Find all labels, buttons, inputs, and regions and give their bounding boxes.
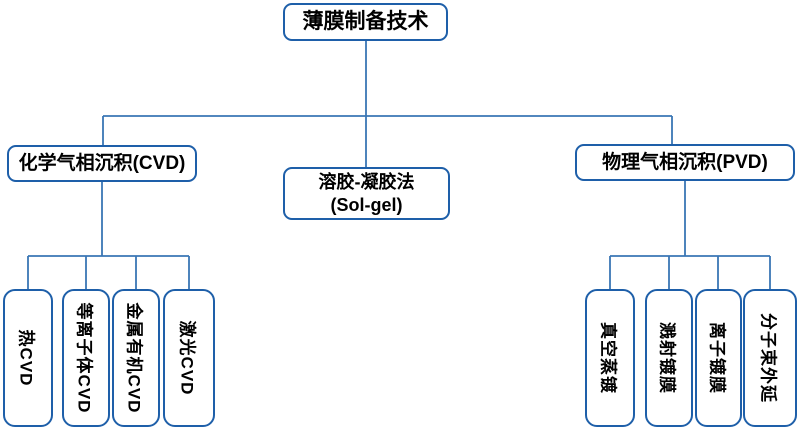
node-sol-gel-label-line2: (Sol-gel)	[330, 194, 403, 215]
node-ion-plating-label: 离子镀膜	[707, 322, 726, 394]
node-sol-gel-label-line1: 溶胶-凝胶法	[318, 172, 415, 192]
node-metal-organic-cvd-label: 金属有机CVD	[124, 302, 144, 414]
node-root-label: 薄膜制备技术	[302, 9, 429, 33]
node-laser-cvd-label: 激光CVD	[177, 320, 197, 396]
node-vacuum-evaporation-label: 真空蒸镀	[598, 322, 618, 394]
node-pvd-label: 物理气相沉积(PVD)	[602, 151, 768, 173]
node-ion-plating: 离子镀膜	[695, 289, 742, 427]
node-thermal-cvd-label: 热CVD	[16, 329, 36, 387]
node-sol-gel: 溶胶-凝胶法 (Sol-gel)	[283, 167, 450, 220]
node-sputter-coating-label: 溅射镀膜	[657, 322, 677, 394]
node-plasma-cvd: 等离子体CVD	[62, 289, 110, 427]
node-metal-organic-cvd: 金属有机CVD	[112, 289, 160, 427]
node-cvd: 化学气相沉积(CVD)	[7, 145, 197, 182]
node-laser-cvd: 激光CVD	[163, 289, 215, 427]
node-cvd-label: 化学气相沉积(CVD)	[18, 152, 186, 174]
node-molecular-beam-epitaxy-label: 分子束外延	[758, 313, 778, 403]
node-molecular-beam-epitaxy: 分子束外延	[743, 289, 797, 427]
node-pvd: 物理气相沉积(PVD)	[575, 144, 795, 181]
node-plasma-cvd-label: 等离子体CVD	[74, 302, 94, 414]
node-root: 薄膜制备技术	[283, 3, 448, 41]
node-thermal-cvd: 热CVD	[3, 289, 53, 427]
node-vacuum-evaporation: 真空蒸镀	[585, 289, 635, 427]
node-sputter-coating: 溅射镀膜	[645, 289, 693, 427]
